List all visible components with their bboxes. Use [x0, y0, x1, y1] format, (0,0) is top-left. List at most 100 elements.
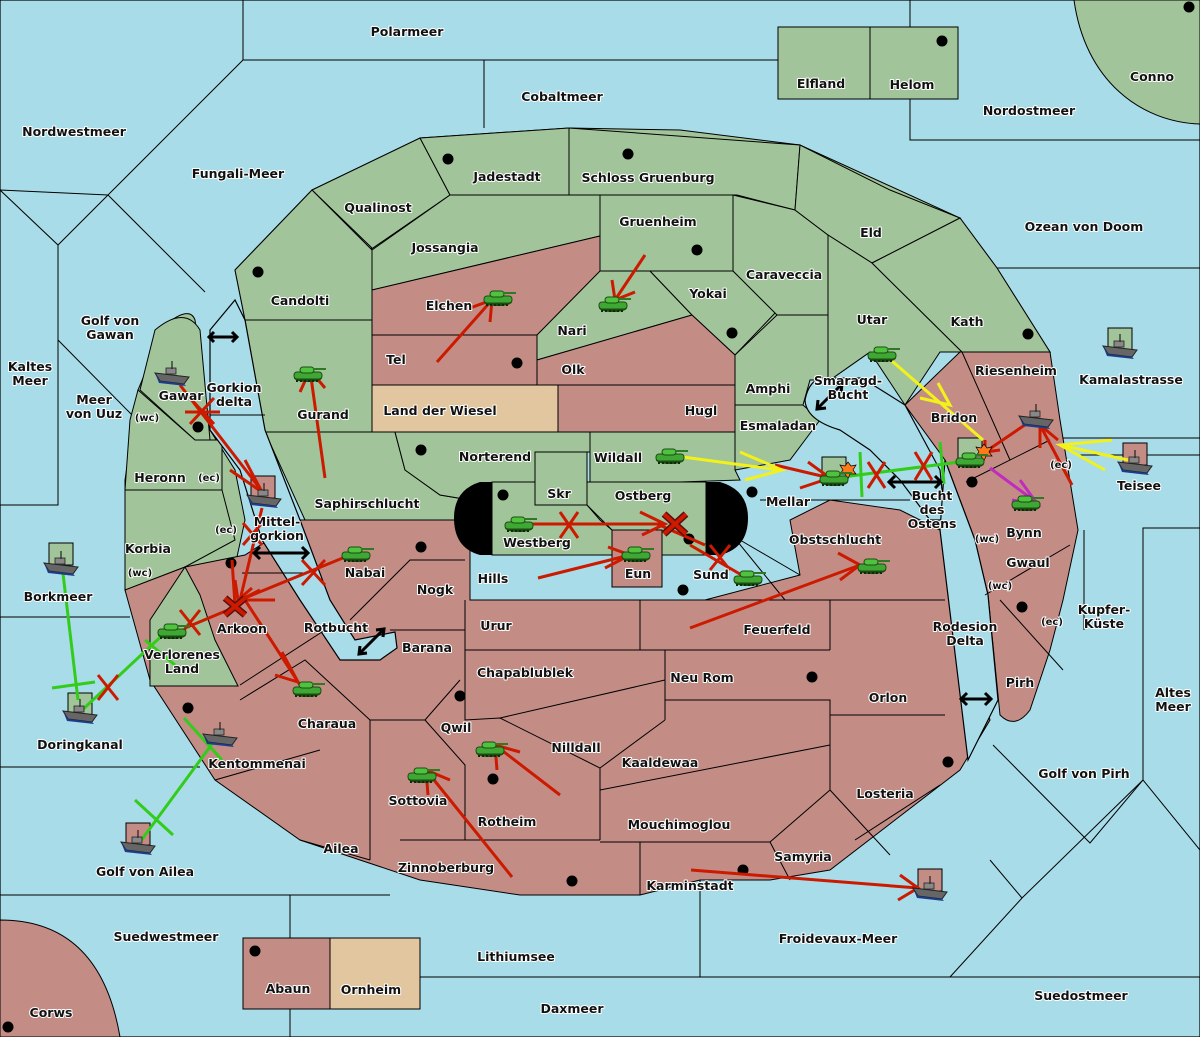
coast-label: (wc)	[988, 581, 1012, 592]
province-label: Gwaul	[1006, 555, 1049, 570]
province-corws[interactable]	[0, 919, 121, 1037]
sea-label-doringkanal: Doringkanal	[37, 737, 123, 752]
supply-center-bridon	[966, 476, 978, 488]
sea-label-teisee: Teisee	[1117, 478, 1161, 493]
province-label: Jossangia	[410, 240, 478, 255]
province-kath[interactable]	[871, 217, 1051, 353]
province-label: Skr	[547, 486, 571, 501]
supply-center-helom	[936, 35, 948, 47]
province-label: Eld	[860, 225, 882, 240]
coast-label: (wc)	[975, 534, 999, 545]
supply-center-rotheim	[487, 773, 499, 785]
province-label: Saphirschlucht	[315, 496, 420, 511]
province-yokai[interactable]	[648, 270, 778, 356]
province-gruenheim[interactable]	[599, 194, 734, 272]
sea-label-fungali: Fungali-Meer	[192, 166, 285, 181]
sea-label-suedwestmeer: Suedwestmeer	[114, 929, 220, 944]
province-label: Sottovia	[389, 793, 448, 808]
sea-label-suedostmeer: Suedostmeer	[1034, 988, 1128, 1003]
province-label: Abaun	[266, 981, 311, 996]
province-westberg[interactable]	[491, 481, 613, 556]
supply-center-kentommenai	[182, 702, 194, 714]
province-skr[interactable]	[534, 451, 588, 508]
province-label: Conno	[1130, 69, 1175, 84]
supply-center-gawar	[192, 421, 204, 433]
province-label: Amphi	[746, 381, 791, 396]
province-label: Sund	[693, 567, 729, 582]
supply-center-nabai	[415, 541, 427, 553]
province-label: Kath	[951, 314, 984, 329]
province-label: Esmaladan	[740, 418, 816, 433]
supply-center-gruenheim	[691, 244, 703, 256]
supply-center-losteria	[942, 756, 954, 768]
supply-center-jadestadt	[442, 153, 454, 165]
province-label: Candolti	[271, 293, 330, 308]
province-label: Westberg	[503, 535, 571, 550]
supply-center-corws	[2, 1021, 14, 1033]
province-elfland[interactable]	[777, 26, 871, 100]
province-label: Elfland	[797, 76, 845, 91]
supply-center-kath	[1022, 328, 1034, 340]
province-ornheim[interactable]	[329, 937, 421, 1010]
province-conno[interactable]	[1073, 0, 1200, 125]
province-label: Karminstadt	[646, 878, 733, 893]
province-label: Neu Rom	[670, 670, 733, 685]
sea-label-smaragd: Smaragd-Bucht	[814, 373, 882, 402]
province-label: Charaua	[298, 716, 356, 731]
province-label: Nari	[557, 323, 586, 338]
labels: PolarmeerCobaltmeerNordwestmeerFungali-M…	[7, 23, 1193, 1021]
province-label: Kaaldewaa	[622, 755, 699, 770]
coast-label: (ec)	[1041, 617, 1063, 628]
province-label: Hugl	[685, 403, 718, 418]
supply-center-qwil	[454, 690, 466, 702]
province-label: Hills	[478, 571, 509, 586]
province-label: Feuerfeld	[743, 622, 810, 637]
sea-label-froidevaux: Froidevaux-Meer	[779, 931, 898, 946]
supply-center-tel	[511, 357, 523, 369]
province-candolti[interactable]	[234, 189, 373, 321]
coast-label: (ec)	[198, 473, 220, 484]
sea-label-golf-pirh: Golf von Pirh	[1038, 766, 1129, 781]
coast-label: (wc)	[135, 413, 159, 424]
province-label: Olk	[561, 362, 585, 377]
coast-label: (wc)	[128, 568, 152, 579]
province-label: Korbia	[125, 541, 171, 556]
supply-center-neu-rom	[806, 671, 818, 683]
province-label: Qwil	[441, 720, 472, 735]
supply-center-yokai	[726, 327, 738, 339]
sea-label-ozean: Ozean von Doom	[1025, 219, 1144, 234]
province-label: Mouchimoglou	[628, 817, 731, 832]
sea-label-lithiumsee: Lithiumsee	[477, 949, 555, 964]
province-label: Utar	[857, 312, 889, 327]
supply-center-norterend	[415, 444, 427, 456]
province-label: Nogk	[417, 582, 454, 597]
province-label: Gurand	[297, 407, 349, 422]
province-label: Heronn	[134, 470, 186, 485]
sea-label-golf-ailea: Golf von Ailea	[96, 864, 194, 879]
supply-center-schloss-gruenburg	[622, 148, 634, 160]
province-label: Ostberg	[615, 488, 672, 503]
province-label: Norterend	[459, 449, 531, 464]
province-label: Riesenheim	[975, 363, 1057, 378]
province-label: Tel	[386, 352, 406, 367]
province-label: Gruenheim	[619, 214, 696, 229]
province-label: Ailea	[323, 841, 358, 856]
sea-label-nordwestmeer: Nordwestmeer	[22, 124, 127, 139]
province-label: Nilldall	[551, 740, 600, 755]
sea-label-nordostmeer: Nordostmeer	[983, 103, 1076, 118]
province-label: Kentommenai	[208, 756, 306, 771]
province-label: Ornheim	[341, 982, 401, 997]
province-korbia[interactable]	[124, 489, 236, 591]
sea-label-cobaltmeer: Cobaltmeer	[521, 89, 603, 104]
sea-label-polarmeer: Polarmeer	[371, 24, 445, 39]
province-label: Bridon	[931, 410, 977, 425]
province-qualinost[interactable]	[311, 137, 451, 251]
province-label: Helom	[890, 77, 935, 92]
